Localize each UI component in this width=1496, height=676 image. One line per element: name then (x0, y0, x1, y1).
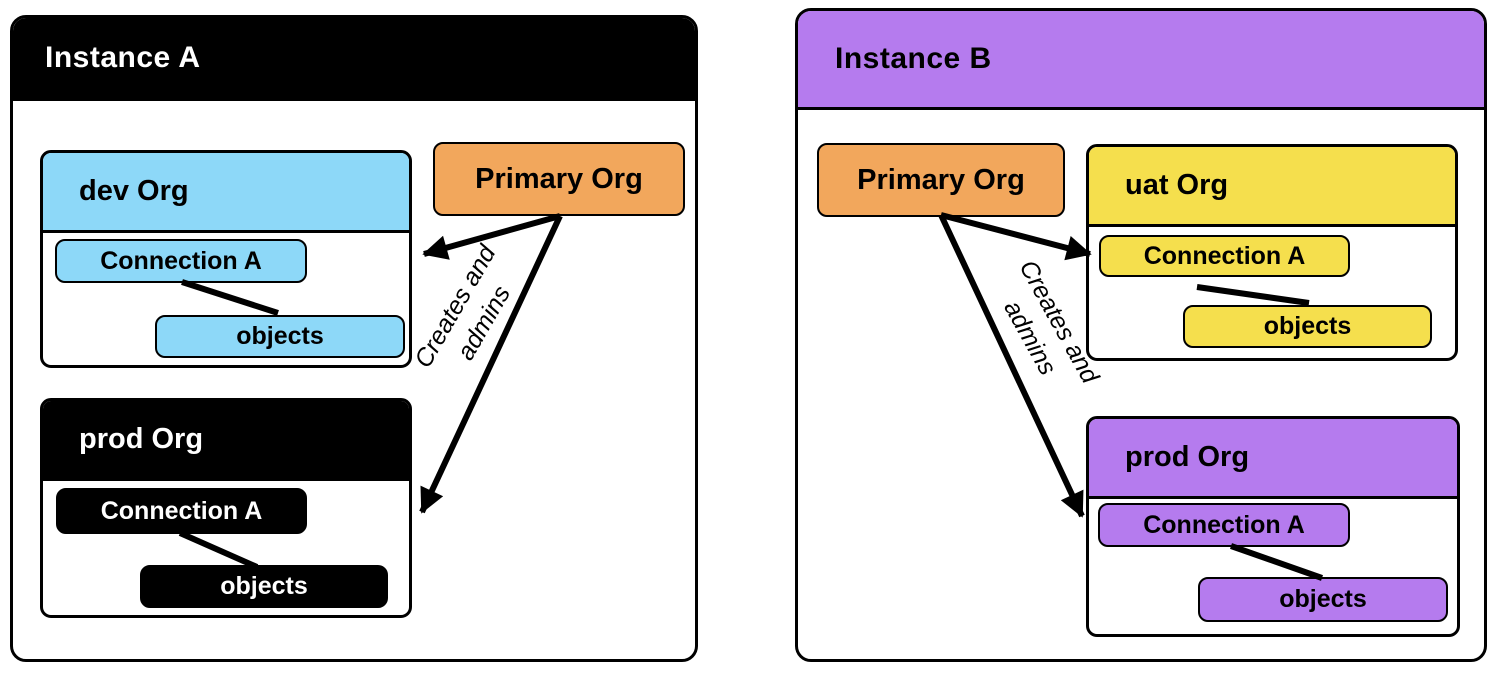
dev-objects-node: objects (155, 315, 405, 358)
uat-connection-a-label: Connection A (1143, 241, 1306, 270)
uat-objects-node: objects (1183, 305, 1432, 348)
dev-org-group: dev Org Connection A objects (40, 150, 412, 368)
dev-connection-a-node: Connection A (55, 239, 307, 283)
prod-a-connection-a-label: Connection A (100, 496, 263, 525)
dev-connection-a-label: Connection A (100, 246, 262, 275)
instance-a-primary-org-label: Primary Org (475, 162, 643, 195)
uat-objects-label: objects (1263, 312, 1352, 340)
uat-org-title: uat Org (1125, 169, 1229, 201)
dev-org-title: dev Org (79, 175, 189, 207)
uat-org-group: uat Org Connection A objects (1086, 144, 1458, 361)
instance-b-container: Instance B Primary Org uat Org Connectio… (795, 8, 1487, 662)
uat-connection-a-node: Connection A (1099, 235, 1350, 277)
instance-a-primary-org-node: Primary Org (433, 142, 685, 216)
prod-b-objects-label: objects (1279, 585, 1367, 613)
instance-a-prod-org-group: prod Org Connection A objects (40, 398, 412, 618)
prod-a-connection-a-node: Connection A (56, 488, 307, 534)
uat-org-header: uat Org (1089, 147, 1455, 227)
instance-b-prod-org-title: prod Org (1125, 441, 1250, 473)
prod-b-objects-node: objects (1198, 577, 1448, 622)
instance-a-container: Instance A dev Org Connection A objects … (10, 15, 698, 662)
instance-b-prod-org-header: prod Org (1089, 419, 1457, 499)
instance-b-primary-org-label: Primary Org (857, 163, 1025, 196)
dev-org-header: dev Org (43, 153, 409, 233)
instance-a-prod-org-title: prod Org (79, 423, 204, 455)
dev-objects-label: objects (236, 322, 324, 350)
instance-b-primary-org-node: Primary Org (817, 143, 1065, 217)
prod-a-objects-node: objects (140, 565, 388, 608)
prod-a-objects-label: objects (220, 572, 308, 600)
instance-a-prod-org-header: prod Org (43, 401, 409, 481)
instance-a-title: Instance A (45, 41, 201, 74)
prod-b-connection-a-node: Connection A (1098, 503, 1350, 547)
prod-b-connection-a-label: Connection A (1143, 510, 1305, 539)
instance-b-title: Instance B (835, 42, 992, 75)
instance-b-header: Instance B (798, 11, 1484, 110)
instance-a-header: Instance A (13, 18, 695, 101)
instance-b-prod-org-group: prod Org Connection A objects (1086, 416, 1460, 637)
